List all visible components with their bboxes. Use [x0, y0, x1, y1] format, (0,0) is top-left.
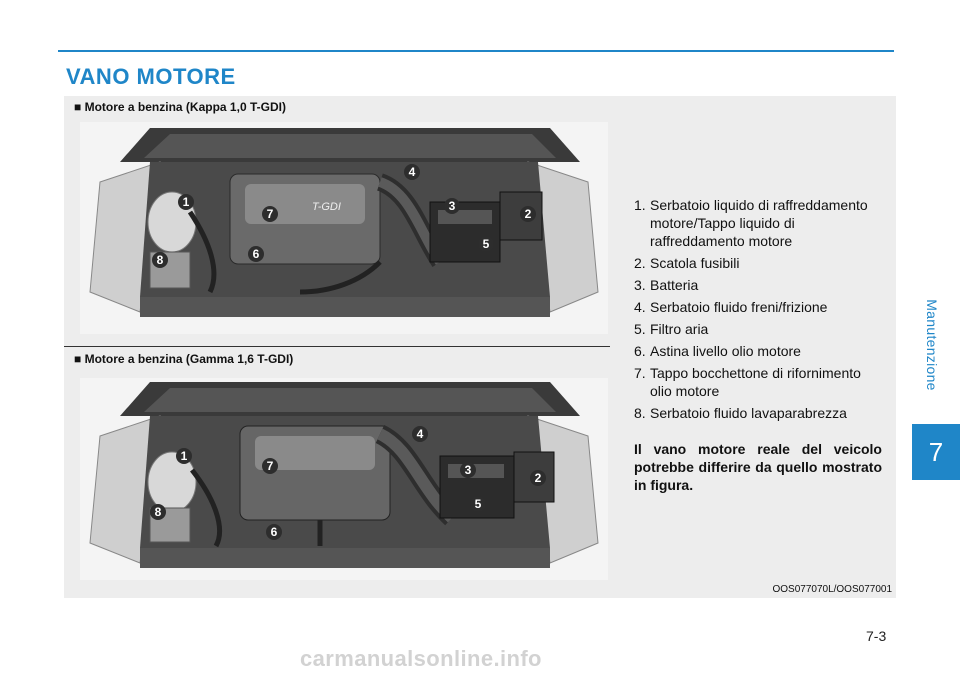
- engine-figure-panel: ■ Motore a benzina (Kappa 1,0 T-GDI) T-G…: [64, 96, 896, 598]
- caption-gamma-text: ■ Motore a benzina (Gamma 1,6 T-GDI): [74, 352, 294, 366]
- chapter-tab: 7: [912, 424, 960, 480]
- callout-5-bottom: 5: [470, 496, 486, 512]
- figure-code: OOS077070L/OOS077001: [772, 584, 892, 595]
- callout-8-bottom: 8: [150, 504, 166, 520]
- svg-text:1: 1: [181, 449, 188, 463]
- svg-text:7: 7: [267, 459, 274, 473]
- svg-text:1: 1: [183, 195, 190, 209]
- callout-7-top: 7: [262, 206, 278, 222]
- caption-kappa: ■ Motore a benzina (Kappa 1,0 T-GDI): [74, 100, 286, 114]
- legend-item: 1.Serbatoio liquido di raffreddamento mo…: [634, 197, 868, 249]
- svg-text:3: 3: [449, 199, 456, 213]
- section-name: Manutenzione: [924, 299, 940, 391]
- callout-4-top: 4: [404, 164, 420, 180]
- caption-gamma: ■ Motore a benzina (Gamma 1,6 T-GDI): [74, 352, 293, 366]
- callout-5-top: 5: [478, 236, 494, 252]
- svg-text:2: 2: [535, 471, 542, 485]
- page-number: 7-3: [866, 628, 887, 644]
- figure-note: Il vano motore reale del veicolo potrebb…: [634, 441, 882, 493]
- svg-text:8: 8: [155, 505, 162, 519]
- engine-photo-kappa: T-GDI 1 2 3 4 5 6 7 8: [80, 122, 608, 334]
- svg-text:4: 4: [409, 165, 416, 179]
- tgdi-logo-text: T-GDI: [312, 201, 341, 213]
- section-side-label: Manutenzione: [920, 260, 944, 430]
- svg-text:8: 8: [157, 253, 164, 267]
- legend-item: 7.Tappo bocchettone di rifornimento olio…: [634, 365, 861, 399]
- callout-1-bottom: 1: [176, 448, 192, 464]
- callout-3-top: 3: [444, 198, 460, 214]
- legend-item: 6.Astina livello olio motore: [634, 343, 801, 359]
- svg-text:5: 5: [483, 237, 490, 251]
- svg-text:2: 2: [525, 207, 532, 221]
- callout-2-top: 2: [520, 206, 536, 222]
- callout-1-top: 1: [178, 194, 194, 210]
- legend-item: 2.Scatola fusibili: [634, 255, 740, 271]
- caption-kappa-text: ■ Motore a benzina (Kappa 1,0 T-GDI): [74, 100, 286, 114]
- header-rule: [58, 50, 894, 52]
- callout-7-bottom: 7: [262, 458, 278, 474]
- svg-text:4: 4: [417, 427, 424, 441]
- svg-text:6: 6: [253, 247, 260, 261]
- svg-text:6: 6: [271, 525, 278, 539]
- callout-4-bottom: 4: [412, 426, 428, 442]
- legend-item: 5.Filtro aria: [634, 321, 709, 337]
- callout-6-bottom: 6: [266, 524, 282, 540]
- callout-2-bottom: 2: [530, 470, 546, 486]
- callout-6-top: 6: [248, 246, 264, 262]
- svg-text:5: 5: [475, 497, 482, 511]
- callout-8-top: 8: [152, 252, 168, 268]
- page-title: VANO MOTORE: [66, 64, 236, 89]
- legend-item: 4.Serbatoio fluido freni/frizione: [634, 299, 828, 315]
- watermark: carmanualsonline.info: [300, 646, 542, 671]
- component-legend: 1.Serbatoio liquido di raffreddamento mo…: [634, 196, 884, 426]
- svg-text:7: 7: [267, 207, 274, 221]
- engine-photo-gamma: 1 2 3 4 5 6 7 8: [80, 378, 608, 580]
- legend-item: 8.Serbatoio fluido lavaparabrezza: [634, 405, 847, 421]
- callout-3-bottom: 3: [460, 462, 476, 478]
- figure-divider: [64, 346, 610, 347]
- svg-text:3: 3: [465, 463, 472, 477]
- legend-item: 3.Batteria: [634, 277, 699, 293]
